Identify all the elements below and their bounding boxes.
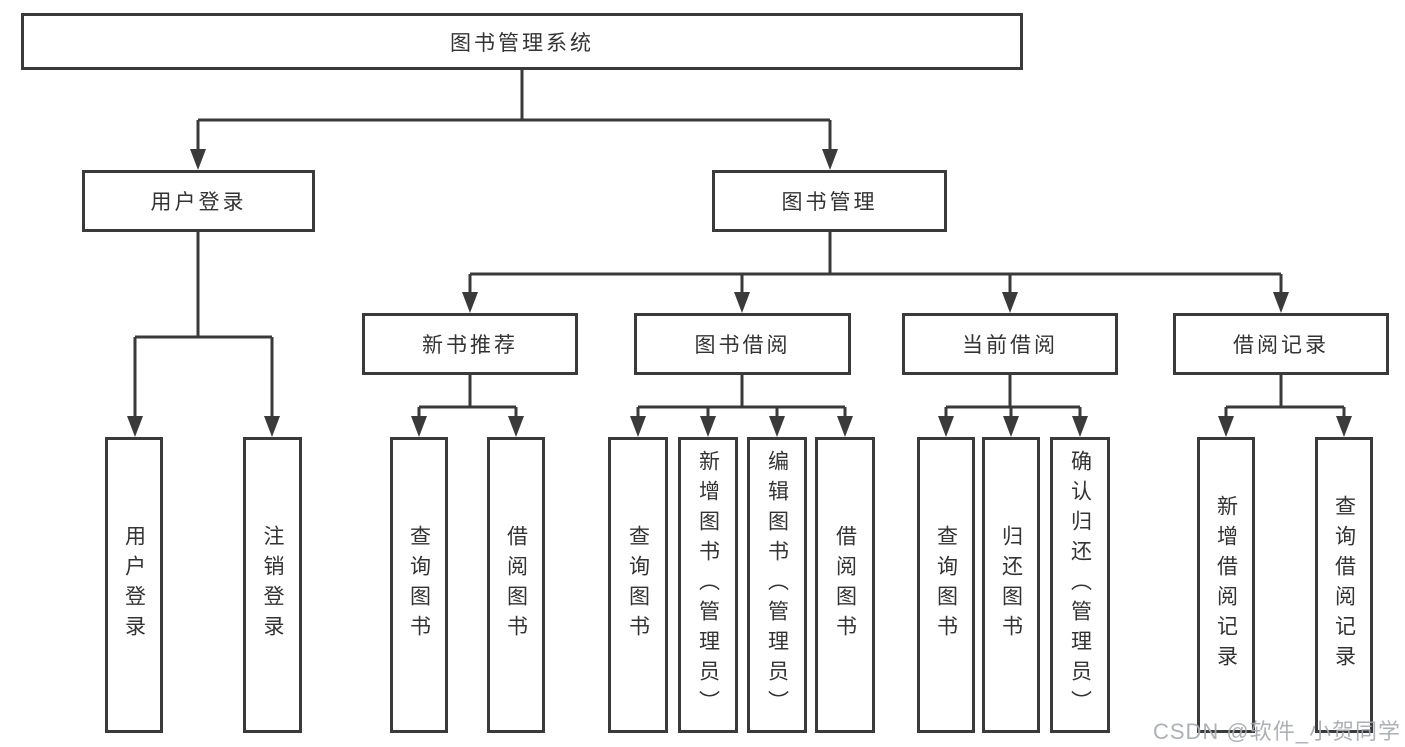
leaf-add-book-admin: 新增图书（管理员） [678, 437, 738, 733]
leaf-edit-book-admin: 编辑图书（管理员） [747, 437, 807, 733]
leaf-query-books-recommend-label: 查询图书 [407, 525, 431, 645]
node-book-borrowing: 图书借阅 [634, 313, 851, 375]
leaf-logout: 注销登录 [243, 437, 302, 733]
leaf-borrow-books-borrowing-label: 借阅图书 [833, 525, 857, 645]
node-user-login-branch: 用户登录 [82, 170, 315, 232]
leaf-logout-label: 注销登录 [261, 525, 284, 645]
node-root: 图书管理系统 [21, 13, 1023, 70]
leaf-query-books-borrowing: 查询图书 [608, 437, 668, 733]
node-user-login-branch-label: 用户登录 [150, 191, 247, 214]
leaf-query-books-recommend: 查询图书 [390, 437, 448, 733]
node-borrowing-records-label: 借阅记录 [1233, 334, 1329, 357]
node-current-borrowing: 当前借阅 [902, 313, 1118, 375]
tree-edges [133, 70, 1346, 424]
node-book-borrowing-label: 图书借阅 [694, 334, 791, 357]
leaf-confirm-return-admin: 确认归还（管理员） [1050, 437, 1110, 733]
leaf-add-book-admin-label: 新增图书（管理员） [696, 450, 720, 720]
leaf-user-login: 用户登录 [105, 437, 163, 733]
leaf-edit-book-admin-label: 编辑图书（管理员） [765, 450, 789, 720]
leaf-add-borrow-record: 新增借阅记录 [1197, 437, 1255, 733]
leaf-return-books-label: 归还图书 [999, 525, 1023, 645]
node-current-borrowing-label: 当前借阅 [962, 334, 1058, 357]
leaf-query-books-current-label: 查询图书 [934, 525, 958, 645]
node-book-management-branch-label: 图书管理 [781, 191, 878, 214]
node-root-label: 图书管理系统 [450, 31, 594, 55]
leaf-borrow-books-recommend-label: 借阅图书 [504, 525, 528, 645]
leaf-borrow-books-borrowing: 借阅图书 [815, 437, 875, 733]
node-new-book-recommend-label: 新书推荐 [422, 334, 518, 357]
leaf-borrow-books-recommend: 借阅图书 [487, 437, 545, 733]
leaf-query-borrow-record: 查询借阅记录 [1315, 437, 1373, 733]
arrow-heads [127, 149, 1352, 437]
watermark: CSDN @软件_小贺同学 [1152, 719, 1401, 744]
node-new-book-recommend: 新书推荐 [362, 313, 578, 375]
leaf-add-borrow-record-label: 新增借阅记录 [1214, 495, 1238, 675]
node-book-management-branch: 图书管理 [712, 170, 947, 232]
leaf-return-books: 归还图书 [982, 437, 1040, 733]
leaf-query-borrow-record-label: 查询借阅记录 [1332, 495, 1356, 675]
leaf-query-books-borrowing-label: 查询图书 [626, 525, 650, 645]
leaf-query-books-current: 查询图书 [917, 437, 975, 733]
node-borrowing-records: 借阅记录 [1173, 313, 1389, 375]
leaf-user-login-label: 用户登录 [122, 525, 146, 645]
leaf-confirm-return-admin-label: 确认归还（管理员） [1068, 450, 1092, 720]
